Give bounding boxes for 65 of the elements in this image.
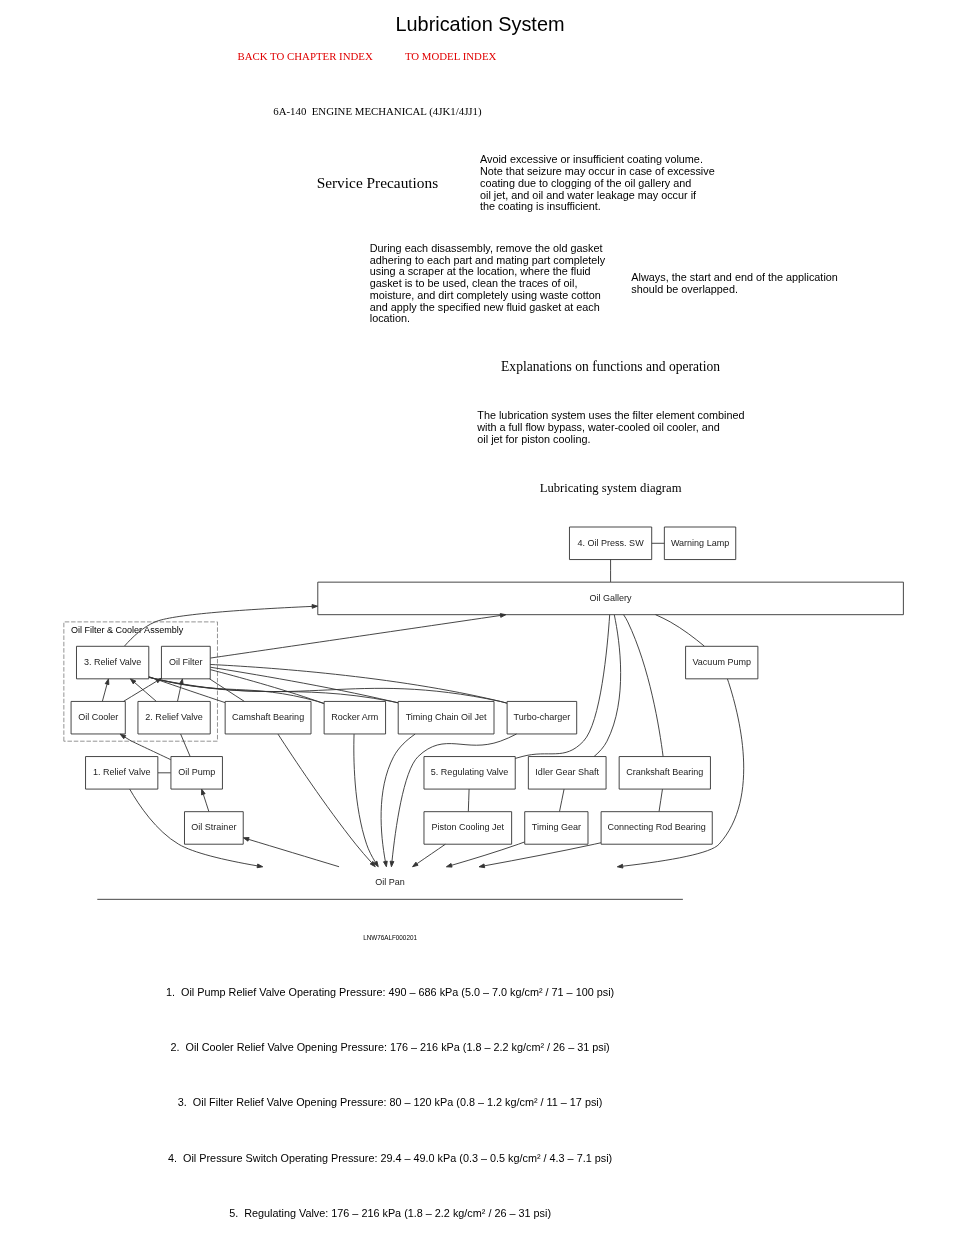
- label: Service Precautions: [316, 173, 439, 191]
- node-box: 2. Relief Valve: [137, 700, 211, 735]
- arrow: [129, 678, 157, 702]
- arrow: [119, 733, 172, 761]
- connector: [467, 788, 470, 812]
- connector: [658, 788, 663, 812]
- label: During each disassembly, remove the old gasket adhering to each part and mating part completely using a scraper at the location, where the fluid gasket is to be used, clean the traces of oil, moisture, and dirt completely using waste cotton and apply the specified new fluid gasket at each location.: [369, 241, 606, 325]
- arrow: [242, 837, 340, 868]
- arrow: [478, 842, 602, 869]
- node-box: Vacuum Pump: [685, 645, 759, 680]
- label: Always, the start and end of the application should be overlapped.: [631, 271, 838, 296]
- connector: [559, 788, 565, 812]
- connector: [593, 614, 622, 757]
- node-text: Oil Pan: [375, 877, 405, 888]
- arrow: [210, 613, 507, 659]
- label: Avoid excessive or insufficient coating volume. Note that seizure may occur in case of excessive coating due to clogging of the oil gallery and oil jet, and oil and water leakage may occur if the coating is insufficient.: [480, 153, 715, 213]
- label: 4. Oil Pressure Switch Operating Pressure: 29.4 – 49.0 kPa (0.3 – 0.5 kg/cm² / 4.3 – 7.1 psi): [168, 1151, 613, 1164]
- arrow: [201, 788, 210, 812]
- node-box: Idler Gear Shaft: [527, 756, 607, 790]
- arrow: [277, 733, 376, 868]
- connector: [623, 614, 664, 757]
- diagram-title: Lubrication System: [395, 13, 565, 36]
- connector: [610, 559, 612, 583]
- label: BACK TO CHAPTER INDEX: [237, 49, 373, 62]
- arrow: [616, 678, 745, 869]
- label: 2. Oil Cooler Relief Valve Opening Pressure: 176 – 216 kPa (1.8 – 2.2 kg/cm² / 26 – 31 psi): [170, 1041, 610, 1054]
- label: 5. Regulating Valve: 176 – 216 kPa (1.8 – 2.2 kg/cm² / 26 – 31 psi): [229, 1206, 551, 1219]
- arrow: [412, 843, 446, 868]
- node-box: Warning Lamp: [663, 526, 737, 560]
- node-box: Timing Gear: [524, 811, 589, 845]
- node-box: Piston Cooling Jet: [423, 811, 513, 845]
- node-box: Oil Filter: [161, 645, 211, 680]
- label: Explanations on functions and operation: [501, 359, 721, 375]
- connector: [655, 614, 705, 647]
- arrow: [101, 678, 110, 702]
- node-box: 4. Oil Press. SW: [569, 526, 653, 560]
- arrow: [380, 733, 416, 868]
- node-box: 5. Regulating Valve: [423, 756, 516, 790]
- arrow: [389, 733, 517, 868]
- connector: [514, 614, 611, 759]
- arrow: [124, 604, 319, 647]
- connector: [651, 542, 665, 544]
- node-box: Rocker Arm: [323, 700, 386, 735]
- label: The lubrication system uses the filter element combined with a full flow bypass, water-cooled oil cooler, and oil jet for piston cooling.: [477, 409, 745, 445]
- label: 1. Oil Pump Relief Valve Operating Pressure: 490 – 686 kPa (5.0 – 7.0 kg/cm² / 71 – 100 psi): [165, 986, 615, 999]
- label: 3. Oil Filter Relief Valve Opening Pressure: 80 – 120 kPa (0.8 – 1.2 kg/cm² / 11 – 17 psi): [177, 1096, 603, 1109]
- arrow: [445, 841, 525, 868]
- node-box: Camshaft Bearing: [224, 700, 312, 735]
- node-box: Crankshaft Bearing: [618, 756, 711, 790]
- label: TO MODEL INDEX: [404, 49, 497, 62]
- arrow: [129, 788, 264, 869]
- node-box: 3. Relief Valve: [76, 645, 150, 680]
- label: 6A-140 ENGINE MECHANICAL (4JK1/4JJ1): [273, 105, 482, 118]
- connector: [180, 733, 191, 757]
- arrow: [353, 733, 379, 868]
- node-box: Turbo-charger: [506, 700, 578, 735]
- node-box: Timing Chain Oil Jet: [397, 700, 495, 735]
- node-box: 1. Relief Valve: [85, 756, 159, 790]
- node-box: Connecting Rod Bearing: [600, 811, 713, 845]
- node-box: Oil Pump: [170, 756, 223, 790]
- node-box: Oil Cooler: [70, 700, 126, 735]
- connector: [209, 678, 245, 702]
- connector: [157, 772, 172, 774]
- label: Lubricating system diagram: [539, 480, 682, 495]
- node-box: Oil Strainer: [184, 811, 244, 845]
